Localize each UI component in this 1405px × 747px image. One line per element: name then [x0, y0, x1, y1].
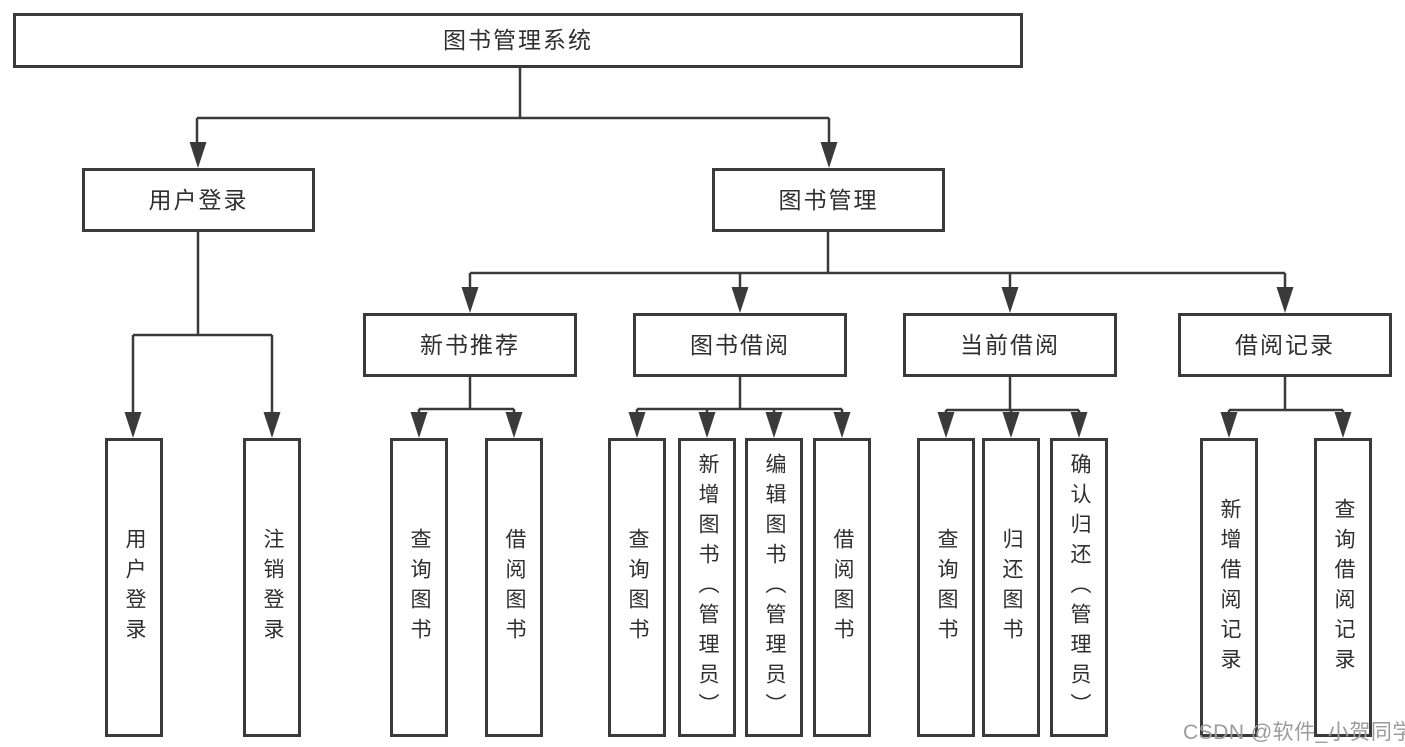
node-label: 确认归还（管理员） — [1068, 452, 1091, 723]
node-label: 图书管理 — [778, 186, 879, 213]
leaf-logout: 注销登录 — [243, 438, 301, 737]
csdn-watermark: CSDN @软件_小贺同学 — [1183, 721, 1405, 744]
node-label: 新书推荐 — [420, 331, 520, 358]
node-label: 归还图书 — [1000, 527, 1023, 648]
node-label: 用户登录 — [148, 186, 249, 213]
node-label: 借阅图书 — [503, 527, 526, 648]
node-new-book-recommendation: 新书推荐 — [363, 313, 577, 377]
node-borrowing-records: 借阅记录 — [1178, 313, 1392, 377]
node-book-borrowing: 图书借阅 — [633, 313, 847, 377]
leaf-query-books: 查询图书 — [608, 438, 666, 737]
node-book-management: 图书管理 — [712, 168, 945, 232]
leaf-borrow-books: 借阅图书 — [485, 438, 543, 737]
node-user-login: 用户登录 — [82, 168, 315, 232]
node-label: 新增图书（管理员） — [696, 452, 719, 723]
leaf-add-borrow-record: 新增借阅记录 — [1200, 438, 1258, 737]
leaf-query-books: 查询图书 — [390, 438, 448, 737]
leaf-confirm-return-admin: 确认归还（管理员） — [1050, 438, 1108, 737]
node-label: 编辑图书（管理员） — [763, 452, 786, 723]
leaf-query-books: 查询图书 — [917, 438, 975, 737]
leaf-add-book-admin: 新增图书（管理员） — [678, 438, 736, 737]
node-label: 图书管理系统 — [443, 27, 593, 53]
leaf-user-login: 用户登录 — [105, 438, 163, 737]
node-label: 查询图书 — [935, 527, 958, 648]
leaf-query-borrow-record: 查询借阅记录 — [1314, 438, 1372, 737]
node-label: 用户登录 — [123, 527, 146, 648]
node-current-borrowing: 当前借阅 — [903, 313, 1117, 377]
node-label: 查询图书 — [626, 527, 649, 648]
leaf-edit-book-admin: 编辑图书（管理员） — [745, 438, 803, 737]
node-label: 借阅记录 — [1235, 331, 1335, 358]
node-label: 查询借阅记录 — [1332, 497, 1355, 678]
node-label: 注销登录 — [261, 527, 284, 648]
arrowheads — [124, 142, 1352, 438]
node-label: 借阅图书 — [831, 527, 854, 648]
leaf-borrow-books: 借阅图书 — [813, 438, 871, 737]
node-label: 当前借阅 — [960, 331, 1060, 358]
node-library-management-system: 图书管理系统 — [13, 13, 1023, 68]
node-label: 查询图书 — [408, 527, 431, 648]
node-label: 图书借阅 — [690, 331, 790, 358]
node-label: 新增借阅记录 — [1218, 497, 1241, 678]
leaf-return-book: 归还图书 — [982, 438, 1040, 737]
